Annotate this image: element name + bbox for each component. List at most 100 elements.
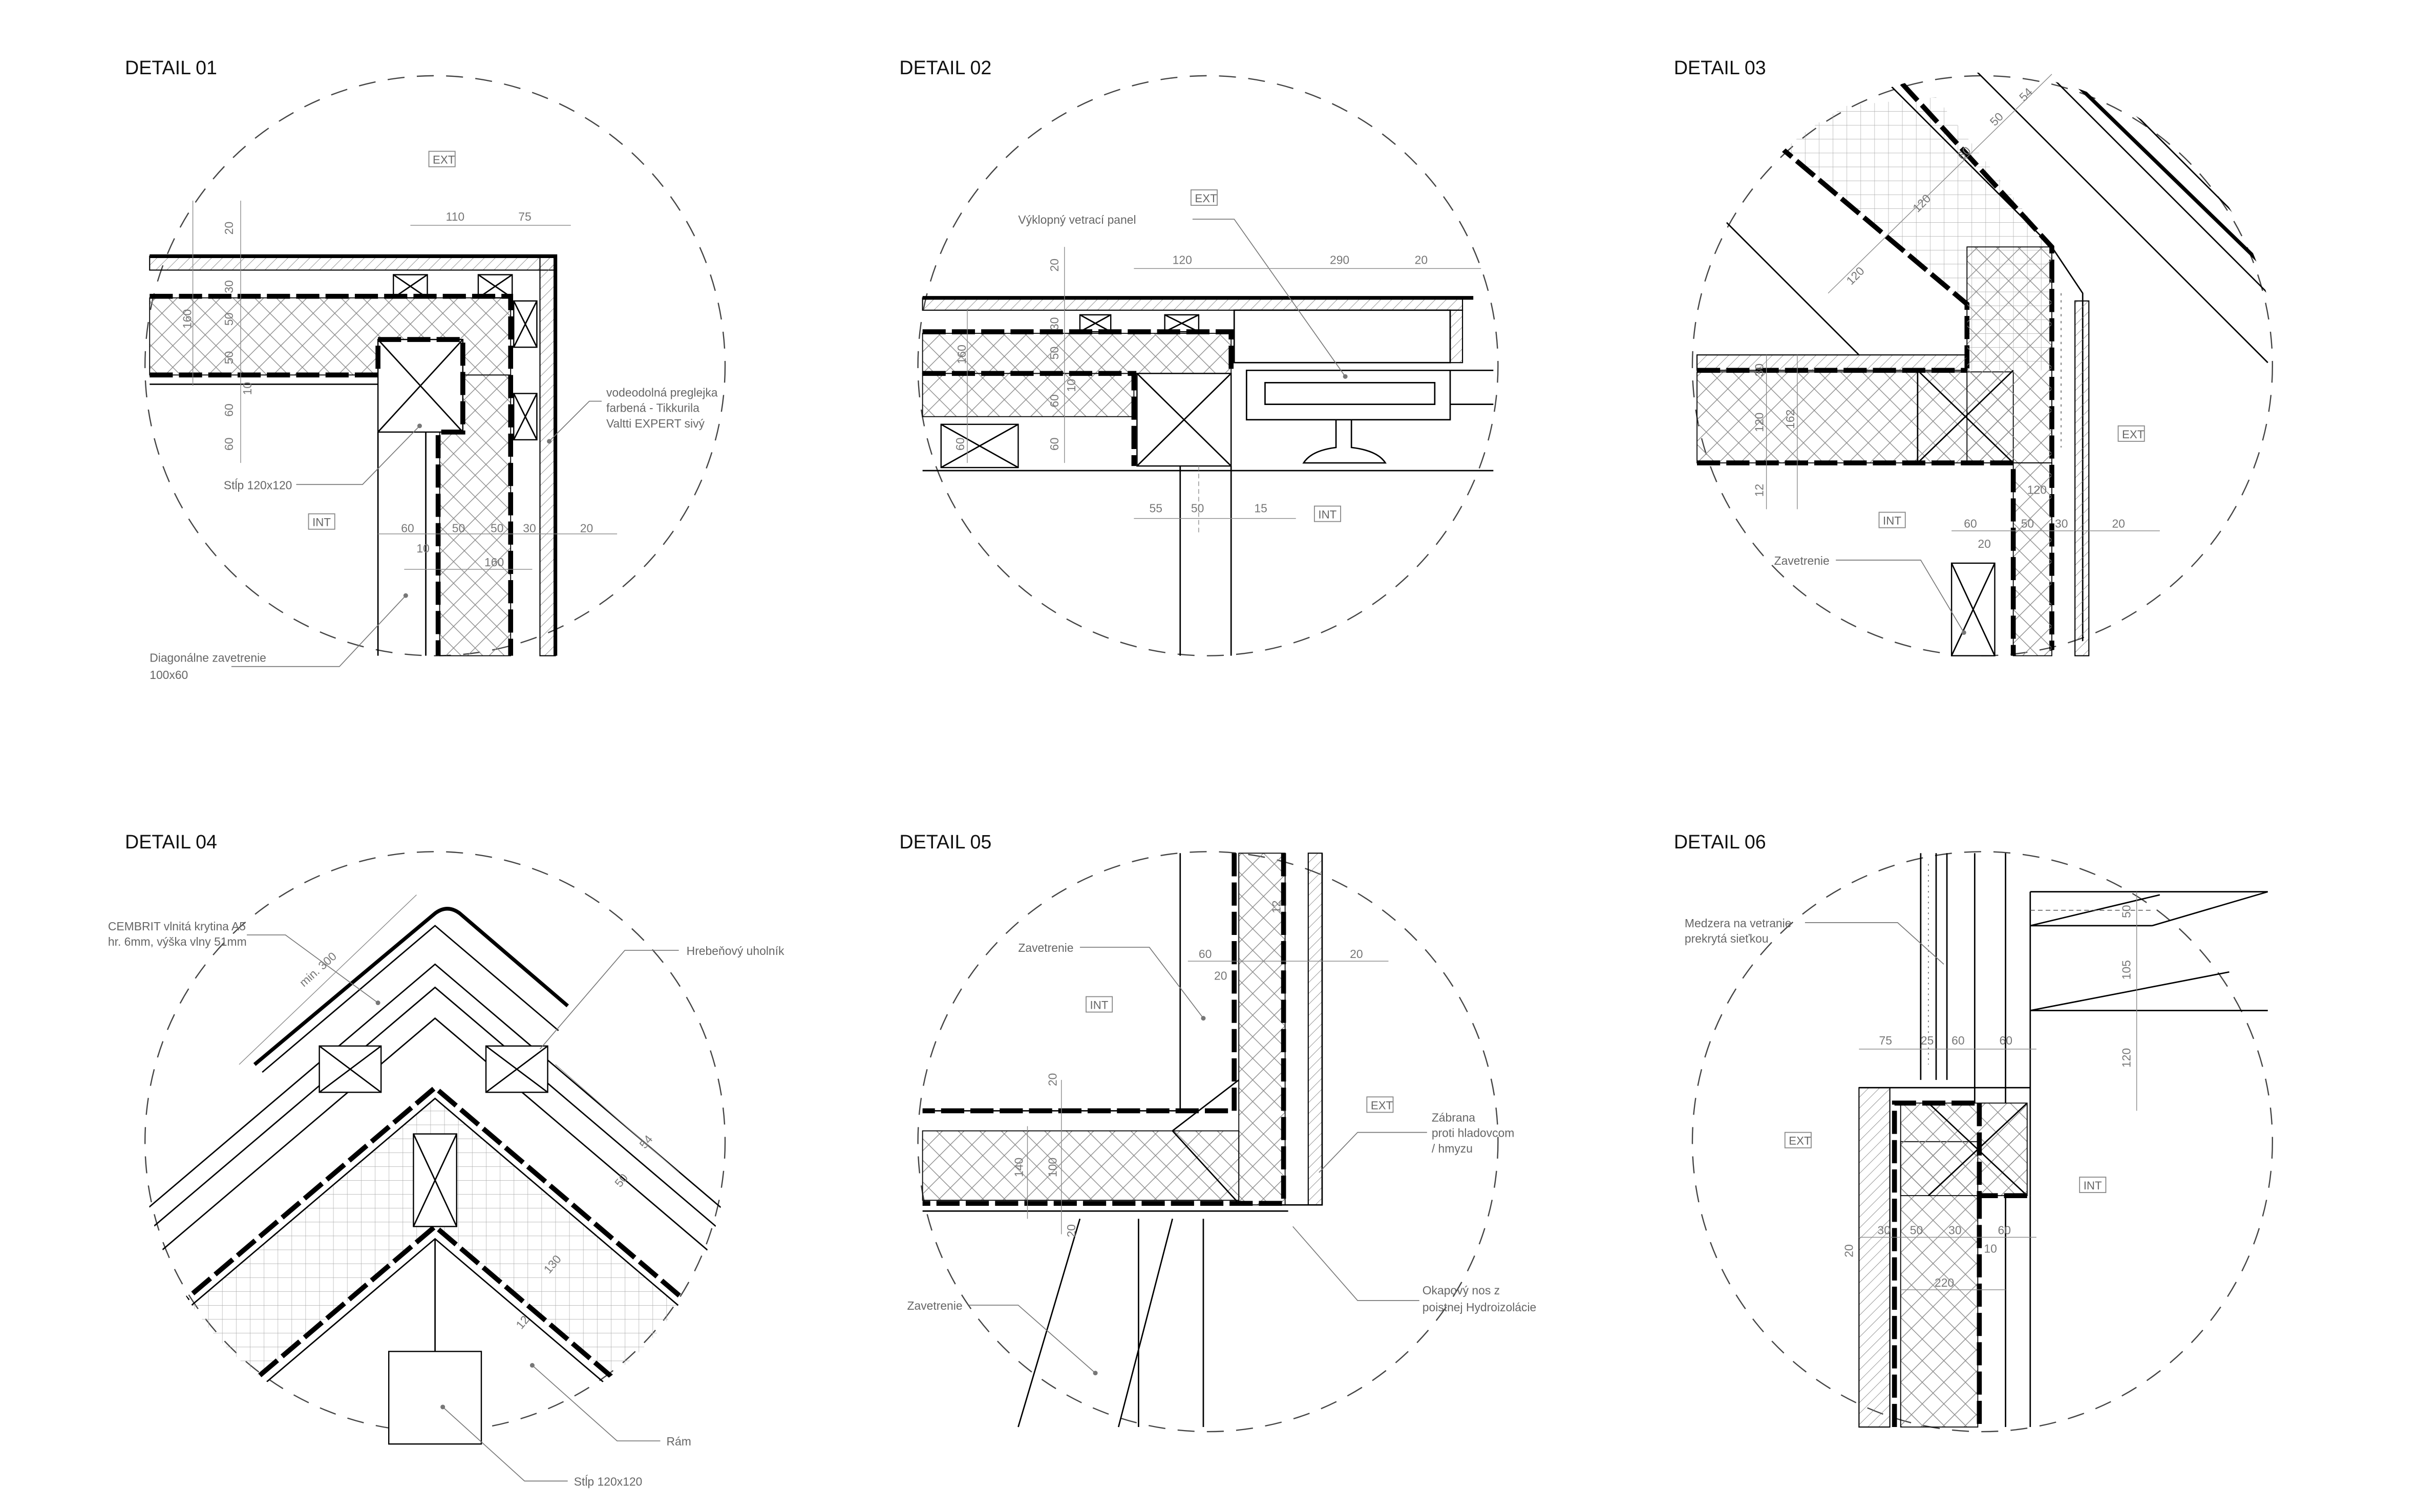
dimension-label: 50 (222, 351, 236, 364)
ridge-flashing (253, 907, 569, 1066)
dimension-label: 20 (2112, 517, 2125, 530)
dimension-label: 75 (518, 210, 531, 223)
dimension-label: 105 (2120, 960, 2133, 979)
plywood-cladding-vertical (539, 255, 556, 656)
ventilation-panel (922, 309, 1494, 656)
dimension-label: 50 (1191, 501, 1204, 515)
dimension-label: 30 (1948, 1223, 1961, 1237)
dimension-label: 60 (1998, 1223, 2011, 1237)
dimension-label: 30 (1753, 364, 1766, 376)
annotation: Valtti EXPERT sivý (606, 417, 705, 430)
dimension-label: 100 (1046, 1158, 1059, 1177)
zone-label-ext: EXT (1371, 1099, 1393, 1112)
detail-03: DETAIL 03 Zavetrenie EXT INT 54 50 60 12… (1674, 57, 2273, 656)
zone-label-int: INT (1883, 515, 1901, 527)
cladding-edge (150, 254, 558, 656)
membrane-inner (922, 853, 1237, 1114)
dimension-label: 20 (1065, 1224, 1078, 1237)
dimension-label: 60 (401, 522, 414, 535)
membrane-inner (922, 371, 1137, 466)
dimension-label: 20 (1350, 947, 1363, 961)
dimension-label: 20 (222, 222, 236, 235)
annotation: Rám (667, 1435, 691, 1448)
dimension-lines (192, 200, 618, 570)
dimension-label: 140 (1012, 1158, 1025, 1177)
dimension-label: 120 (1753, 413, 1766, 432)
zone-label-ext: EXT (1195, 192, 1217, 205)
detail-06: DETAIL 06 Medzera na vetranie prekrytá s… (1674, 831, 2273, 1433)
dimension-label: 50 (2021, 517, 2034, 530)
dimension-label: 60 (953, 438, 967, 451)
dimension-label: 110 (446, 210, 464, 223)
insulation-wall (1238, 853, 1286, 1206)
zone-label-ext: EXT (1789, 1135, 1811, 1147)
dimension-label: 10 (1065, 379, 1078, 392)
zone-label-int: INT (1318, 508, 1336, 521)
annotation: Zavetrenie (1774, 554, 1830, 567)
dimension-label: 60 (1048, 394, 1061, 407)
dimension-label: 50 (222, 312, 236, 325)
insulation-horizontal (1696, 371, 2014, 463)
annotation: Medzera na vetranie (1685, 917, 1792, 930)
dimension-label: 20 (1046, 1073, 1059, 1086)
dimension-label: 50 (1910, 1223, 1923, 1237)
annotation: CEMBRIT vlnitá krytina A5 (108, 920, 246, 933)
dimension-label: 120 (2120, 1048, 2133, 1068)
insulation-lower (922, 373, 1135, 417)
insulation-floor (922, 1130, 1240, 1201)
annotation: prekrytá sieťkou (1685, 932, 1769, 945)
dimension-label: 160 (484, 556, 504, 569)
detail-04: DETAIL 04 CEMBRIT vlnitá krytina A5 hr. … (108, 831, 784, 1488)
dimension-label: 20 (1978, 537, 1990, 550)
plywood-cladding (1307, 853, 1323, 1206)
dimension-label: 10 (1984, 1242, 1997, 1255)
annotation: Okapový nos z (1423, 1284, 1500, 1297)
dimension-label: 50 (1048, 347, 1061, 359)
detail-boundary-circle (144, 75, 726, 656)
dimension-label: 60 (1048, 438, 1061, 451)
dimension-label: 54 (2017, 85, 2035, 104)
detail-boundary-circle (917, 75, 1499, 656)
annotation: hr. 6mm, výška vlny 51mm (108, 935, 247, 948)
dimension-label: 120 (2027, 483, 2047, 496)
membrane-inner (1697, 460, 2016, 656)
annotation: Zavetrenie (1018, 941, 1073, 954)
dimension-label: 15 (1254, 501, 1267, 515)
dimension-label: 50 (2120, 905, 2133, 918)
dimension-label: 30 (2055, 517, 2068, 530)
dimension-label: 20 (1415, 253, 1428, 266)
dimension-label: 20 (1842, 1244, 1855, 1257)
zone-label-ext: EXT (2122, 428, 2145, 441)
annotation: vodeodolná preglejka (606, 386, 718, 399)
post-120x120 (388, 1351, 482, 1445)
batten-x-boxes (940, 314, 1200, 468)
annotation: 100x60 (150, 668, 188, 682)
dimension-label: 60 (2000, 1034, 2012, 1047)
zone-label-int: INT (312, 516, 331, 529)
dimension-label: 290 (1330, 253, 1349, 266)
zone-label-ext: EXT (433, 154, 455, 166)
annotation: Zavetrenie (907, 1299, 963, 1312)
dimension-label: 30 (222, 280, 236, 293)
dimension-label: 12 (1270, 900, 1283, 913)
dimension-label: 220 (1935, 1276, 1954, 1289)
annotation: farbená - Tikkurila (606, 401, 699, 415)
detail-title: DETAIL 02 (899, 57, 991, 78)
detail-05: DETAIL 05 Zavetrenie Zábrana proti hlado… (899, 831, 1536, 1433)
membrane-upper (146, 1084, 727, 1336)
membrane-outer (1892, 1100, 1980, 1428)
dimension-label: 20 (1214, 969, 1227, 982)
dimension-label: 75 (1879, 1034, 1892, 1047)
dimension-label: 30 (1048, 317, 1061, 330)
dimension-label: 55 (1150, 501, 1162, 515)
insulation-corner (1966, 246, 2052, 463)
dimension-label: 50 (1987, 110, 2006, 128)
dimension-label: 60 (1951, 1034, 1964, 1047)
detail-02: DETAIL 02 Výklopný vetrací panel EXT INT (899, 57, 1499, 656)
dimension-label: 160 (955, 345, 968, 364)
dimension-label: 50 (491, 522, 503, 535)
dimension-label: 12 (1753, 484, 1766, 497)
annotation: Výklopný vetrací panel (1018, 213, 1136, 226)
insulation-upper (922, 333, 1232, 374)
dimension-label: 30 (523, 522, 536, 535)
